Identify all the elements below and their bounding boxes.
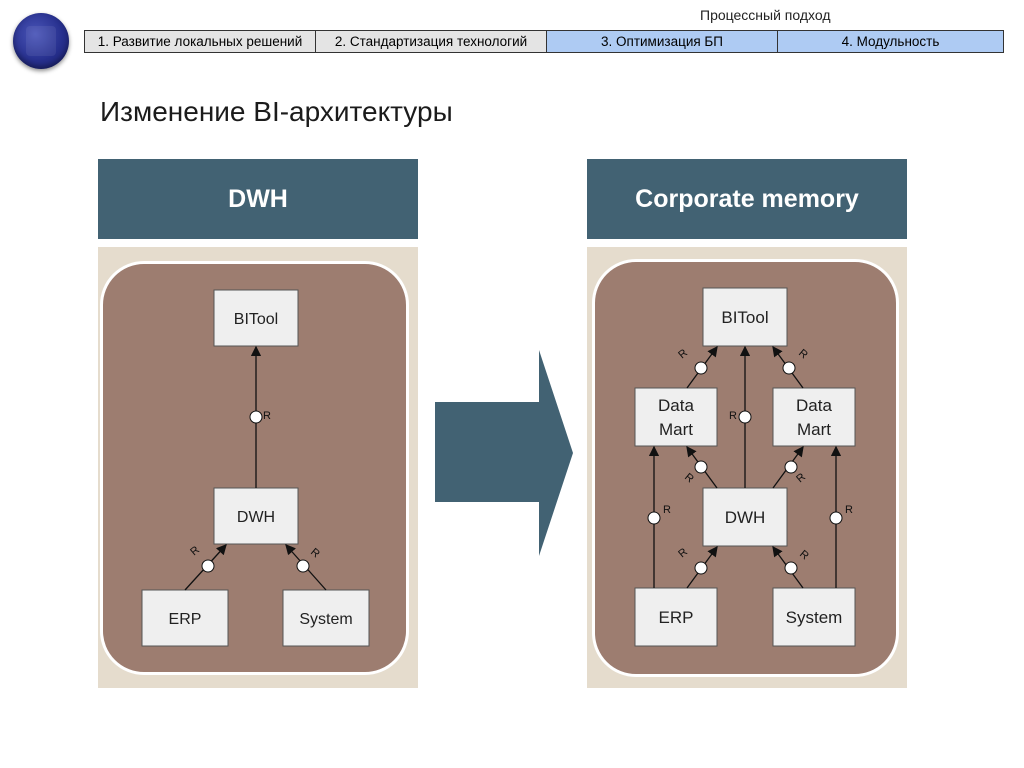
- right-dwh-node: [702, 487, 788, 547]
- right-r-label-dm1-top: R: [676, 347, 690, 361]
- left-bitool-label: BITool: [234, 311, 278, 328]
- right-r-label-left: R: [663, 504, 671, 516]
- left-r-port-1: [249, 410, 263, 424]
- step-3: 3. Оптимизация БП: [547, 31, 778, 52]
- right-dwh-label: DWH: [725, 508, 766, 527]
- right-datamart-1-label-line2: Mart: [659, 420, 693, 439]
- company-logo: [13, 13, 69, 69]
- right-r-port-dm2-top: [782, 361, 796, 375]
- left-r-label-3: R: [308, 546, 322, 560]
- right-panel-header: Corporate memory: [587, 159, 907, 239]
- right-diagram: BITool Data Mart Data Mart DWH ERP Syste…: [634, 287, 856, 647]
- right-r-port-dm1-bottom: [694, 460, 708, 474]
- right-r-label-erp: R: [676, 546, 690, 560]
- right-r-port-erp: [694, 561, 708, 575]
- left-bitool-node: [213, 289, 299, 347]
- right-r-port-center: [738, 410, 752, 424]
- right-datamart-1-node: [634, 387, 718, 447]
- step-1: 1. Развитие локальных решений: [85, 31, 316, 52]
- right-system-label: System: [786, 608, 843, 627]
- left-system-node: [282, 589, 370, 647]
- process-approach-label: Процессный подход: [700, 7, 831, 23]
- right-r-port-dm2-bottom: [784, 460, 798, 474]
- right-datamart-2-label-line1: Data: [796, 396, 832, 415]
- right-erp-label: ERP: [659, 608, 694, 627]
- right-r-label-dm2-top: R: [796, 347, 810, 361]
- left-dwh-label: DWH: [237, 509, 275, 526]
- transition-arrow: [435, 350, 573, 556]
- right-r-label-center: R: [729, 410, 737, 422]
- slide-title: Изменение BI-архитектуры: [100, 96, 453, 127]
- left-r-port-3: [296, 559, 310, 573]
- right-erp-node: [634, 587, 718, 647]
- step-2: 2. Стандартизация технологий: [316, 31, 547, 52]
- left-r-label-2: R: [188, 544, 202, 558]
- left-r-port-2: [201, 559, 215, 573]
- right-bitool-node: [702, 287, 788, 347]
- left-system-label: System: [299, 611, 352, 628]
- process-steps-bar: 1. Развитие локальных решений 2. Стандар…: [84, 30, 1004, 53]
- left-r-label-1: R: [263, 410, 271, 422]
- right-r-label-system: R: [797, 548, 811, 562]
- left-panel-header: DWH: [98, 159, 418, 239]
- right-datamart-2-node: [772, 387, 856, 447]
- right-r-label-dm1-bottom: R: [682, 471, 696, 485]
- right-r-label-dm2-bottom: R: [794, 471, 808, 485]
- step-4: 4. Модульность: [778, 31, 1003, 52]
- left-diagram: BITool DWH ERP System R R R: [141, 289, 370, 647]
- right-r-port-system: [784, 561, 798, 575]
- right-r-port-left: [647, 511, 661, 525]
- left-erp-label: ERP: [169, 611, 202, 628]
- right-r-port-right: [829, 511, 843, 525]
- right-r-label-right: R: [845, 504, 853, 516]
- right-bitool-label: BITool: [721, 308, 768, 327]
- right-datamart-2-label-line2: Mart: [797, 420, 831, 439]
- left-erp-node: [141, 589, 229, 647]
- right-r-port-dm1-top: [694, 361, 708, 375]
- right-system-node: [772, 587, 856, 647]
- right-datamart-1-label-line1: Data: [658, 396, 694, 415]
- left-dwh-node: [213, 487, 299, 545]
